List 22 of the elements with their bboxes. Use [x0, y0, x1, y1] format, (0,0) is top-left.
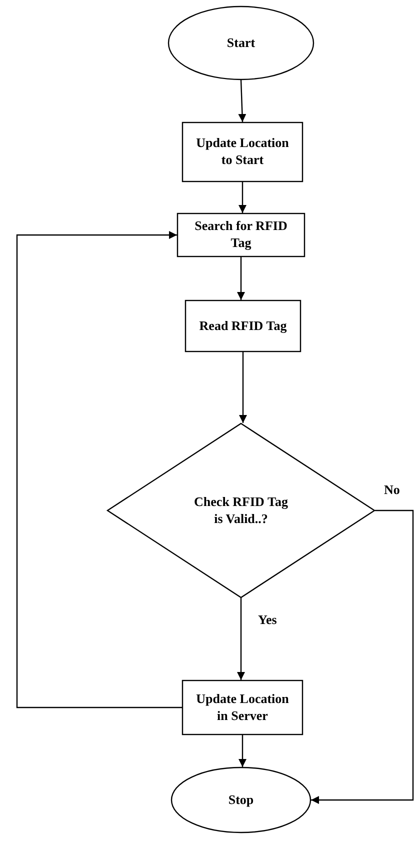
arrow [237, 257, 245, 300]
node-text: Update Location in Server [195, 690, 290, 724]
process-box [177, 213, 305, 257]
node-text: Read RFID Tag [199, 318, 287, 334]
arrow [311, 510, 414, 804]
node-text: Update Location to Start [195, 135, 290, 169]
arrow [16, 231, 182, 708]
start-ellipse [168, 6, 314, 80]
arrow [239, 352, 247, 423]
process-box [182, 122, 303, 182]
node-text: Check RFID Tag is Valid..? [193, 494, 289, 528]
node-text: Start [226, 34, 256, 52]
process-box [182, 680, 303, 735]
process-box [185, 300, 301, 352]
arrow [237, 598, 245, 680]
stop-ellipse [171, 767, 311, 833]
arrow [238, 80, 246, 122]
decision-diamond [107, 423, 375, 598]
arrow [238, 735, 246, 767]
arrow [238, 182, 246, 213]
node-text: Search for RFID Tag [194, 218, 288, 252]
node-text: Stop [228, 792, 254, 808]
